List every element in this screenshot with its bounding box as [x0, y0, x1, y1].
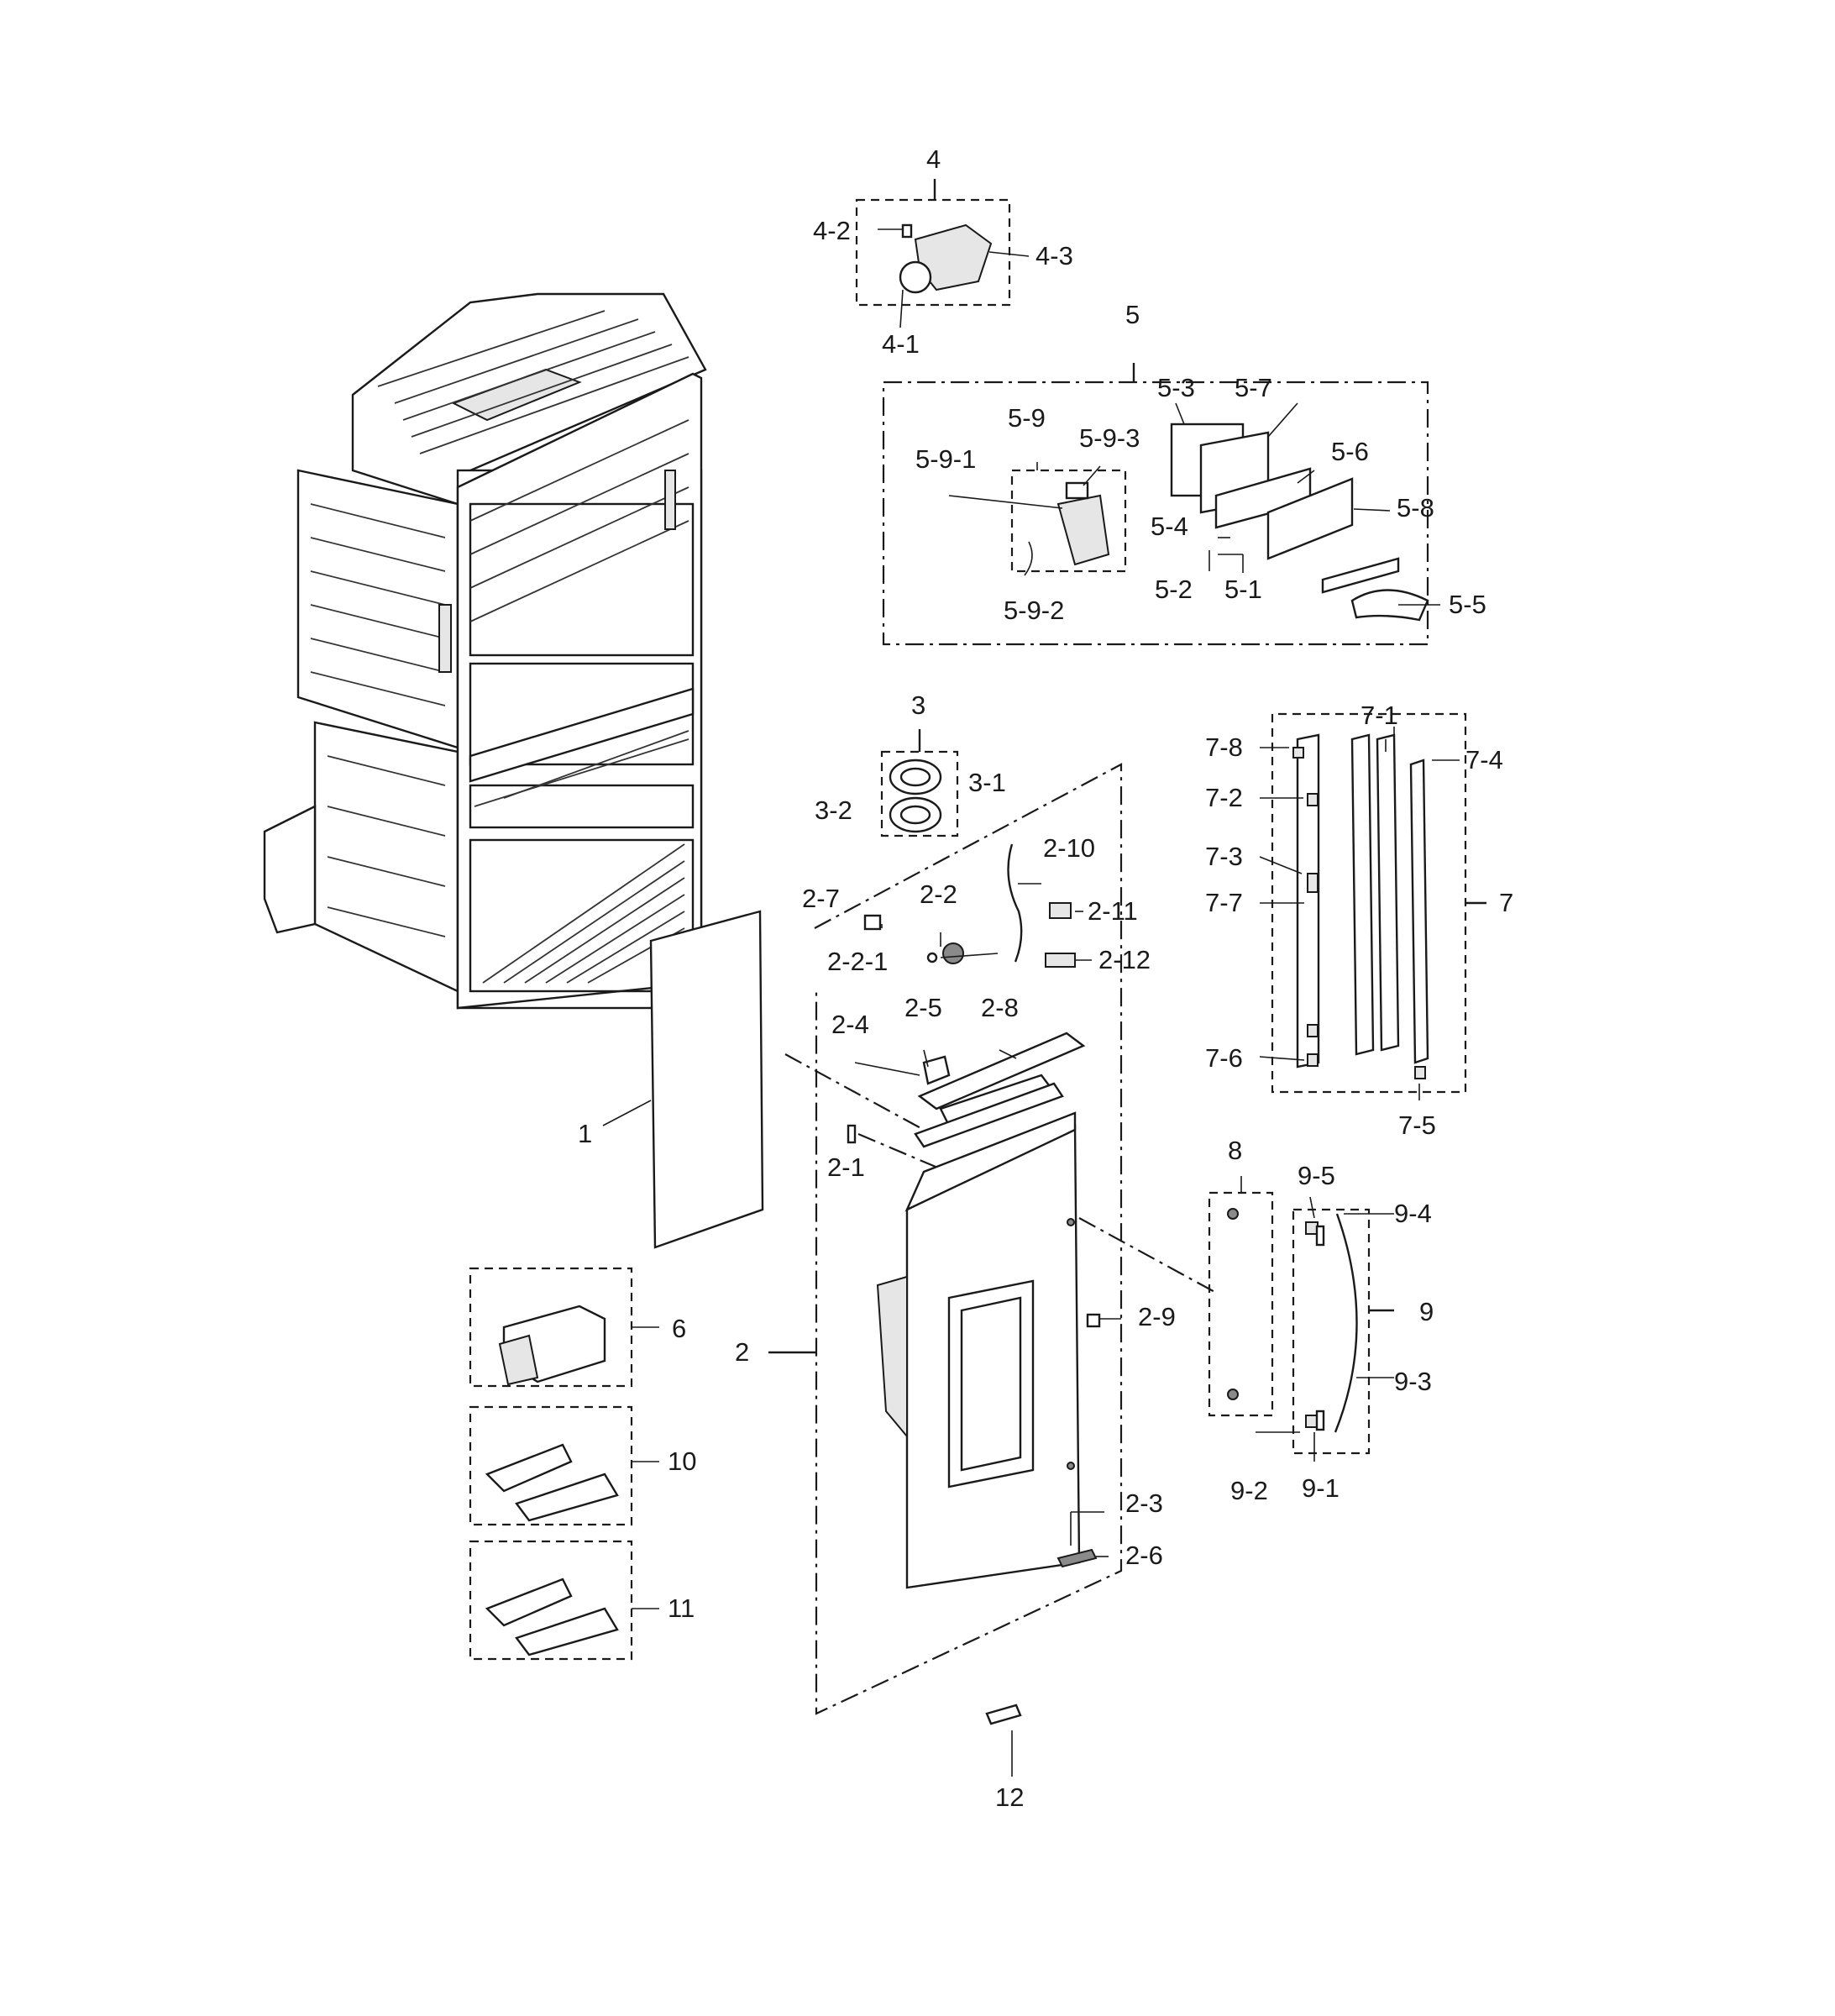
label-2-2: 2-2	[920, 879, 957, 909]
label-3-1: 3-1	[968, 768, 1006, 797]
label-2-7: 2-7	[802, 884, 840, 913]
group-7-frame	[1259, 712, 1486, 1100]
label-5-5: 5-5	[1449, 590, 1486, 619]
label-2-5: 2-5	[904, 993, 942, 1022]
bin-6-frame	[469, 1267, 659, 1388]
label-3-2: 3-2	[815, 795, 852, 825]
label-5-6: 5-6	[1331, 437, 1369, 466]
label-5-4: 5-4	[1151, 512, 1188, 541]
label-12: 12	[995, 1782, 1024, 1812]
label-7-6: 7-6	[1205, 1043, 1243, 1073]
gasket-drawing	[602, 910, 764, 1249]
label-4-3: 4-3	[1035, 241, 1073, 270]
label-2-8: 2-8	[981, 993, 1019, 1022]
label-9-4: 9-4	[1394, 1199, 1432, 1228]
label-5: 5	[1125, 300, 1140, 329]
group-4-frame	[855, 179, 1030, 328]
callout-labels: 4 4-2 4-3 4-1 5 5-3 5-7 5-9 5-9-3 5-9-1 …	[578, 144, 1513, 1812]
label-5-2: 5-2	[1155, 575, 1193, 604]
label-2-2-1: 2-2-1	[827, 947, 888, 976]
label-7-4: 7-4	[1465, 745, 1503, 774]
label-11: 11	[668, 1593, 695, 1623]
part-8-drawing	[1208, 1176, 1274, 1417]
cabinet-drawing	[263, 292, 707, 1010]
label-10: 10	[668, 1446, 696, 1476]
label-2: 2	[735, 1337, 749, 1367]
label-5-9-3: 5-9-3	[1079, 423, 1140, 453]
label-2-3: 2-3	[1125, 1488, 1163, 1518]
label-9: 9	[1419, 1297, 1434, 1326]
label-4-2: 4-2	[813, 216, 851, 245]
label-3: 3	[911, 690, 925, 720]
label-2-4: 2-4	[831, 1010, 869, 1039]
group-5-frame	[882, 363, 1440, 646]
label-7-7: 7-7	[1205, 888, 1243, 917]
label-5-9: 5-9	[1008, 403, 1046, 433]
label-7-2: 7-2	[1205, 783, 1243, 812]
label-8: 8	[1228, 1136, 1242, 1165]
label-5-8: 5-8	[1397, 493, 1434, 522]
label-2-6: 2-6	[1125, 1541, 1163, 1570]
label-9-1: 9-1	[1302, 1473, 1340, 1503]
label-7-5: 7-5	[1398, 1110, 1436, 1140]
label-7-3: 7-3	[1205, 842, 1243, 871]
label-7: 7	[1499, 888, 1513, 917]
label-7-8: 7-8	[1205, 732, 1243, 762]
label-2-9: 2-9	[1138, 1302, 1176, 1331]
label-5-3: 5-3	[1157, 373, 1195, 402]
group-9-frame	[1256, 1196, 1394, 1462]
part-12-drawing	[985, 1704, 1022, 1777]
group-2-frame	[768, 763, 1219, 1715]
label-2-10: 2-10	[1043, 833, 1095, 863]
label-5-7: 5-7	[1235, 373, 1272, 402]
label-2-12: 2-12	[1098, 945, 1151, 974]
label-9-2: 9-2	[1230, 1476, 1268, 1505]
label-5-9-2: 5-9-2	[1004, 596, 1064, 625]
label-5-1: 5-1	[1224, 575, 1262, 604]
bin-11-frame	[469, 1540, 659, 1661]
label-4: 4	[926, 144, 941, 174]
bin-10-frame	[469, 1405, 659, 1526]
label-5-9-1: 5-9-1	[915, 444, 976, 474]
label-7-1: 7-1	[1361, 701, 1398, 730]
label-2-1: 2-1	[827, 1152, 865, 1182]
label-2-11: 2-11	[1088, 896, 1138, 926]
group-3-frame	[880, 729, 959, 837]
label-1: 1	[578, 1119, 592, 1148]
label-4-1: 4-1	[882, 329, 920, 359]
label-6: 6	[672, 1314, 686, 1343]
label-9-3: 9-3	[1394, 1367, 1432, 1396]
label-9-5: 9-5	[1298, 1161, 1335, 1190]
